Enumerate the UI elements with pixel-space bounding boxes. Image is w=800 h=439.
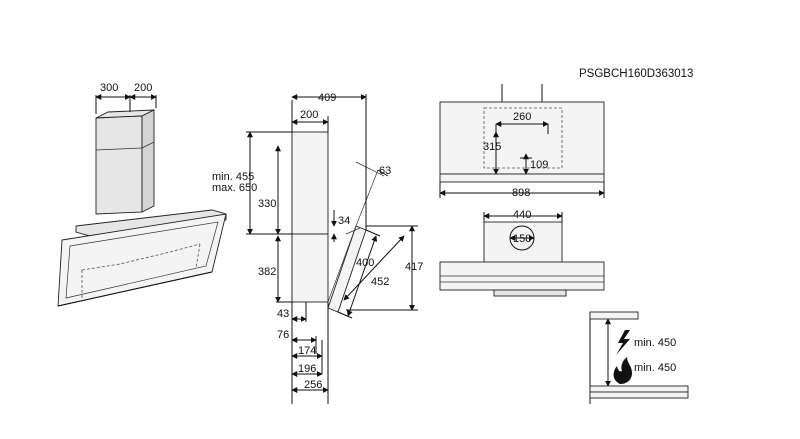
dim-duct-width-440: 440 xyxy=(513,209,531,221)
dim-diagonal-452: 452 xyxy=(371,276,389,288)
clearance-hob xyxy=(589,385,689,393)
top-view: 440 150 xyxy=(439,209,605,297)
dim-offset-256: 256 xyxy=(304,379,322,391)
side-chimney xyxy=(291,131,329,235)
front-hood-body xyxy=(439,101,605,175)
dim-offset-43: 43 xyxy=(277,308,289,320)
dim-chimney-depth-200: 200 xyxy=(300,109,318,121)
dim-angle-63: 63 xyxy=(379,165,391,177)
hood-backbox xyxy=(75,209,227,237)
dim-overall-width-898: 898 xyxy=(512,187,530,199)
lightning-icon xyxy=(616,330,630,355)
dim-panel-400: 400 xyxy=(356,257,374,269)
top-hood-lip xyxy=(493,289,567,297)
clearance-electric: min. 450 xyxy=(634,337,676,349)
chimney-front xyxy=(95,115,143,215)
dim-width-300: 300 xyxy=(100,82,118,94)
side-view: 63 409 200 min. 455 max. 650 330 382 34 … xyxy=(212,92,423,404)
isometric-view: 300 200 xyxy=(57,82,227,307)
dim-bracket-109: 109 xyxy=(530,159,548,171)
dim-bracket-315: 315 xyxy=(483,141,501,153)
clearance-view: min. 450 min. 450 xyxy=(589,311,689,404)
flame-icon xyxy=(613,357,632,384)
clearance-hood xyxy=(589,311,639,320)
dim-bracket-260: 260 xyxy=(513,111,531,123)
front-hood-bottom xyxy=(439,173,605,183)
front-view: 260 315 109 898 xyxy=(439,84,605,199)
dim-total-depth-409: 409 xyxy=(318,92,336,104)
dim-height-max-650: max. 650 xyxy=(212,182,257,194)
dim-height-min-455: min. 455 xyxy=(212,171,254,183)
dim-body-382: 382 xyxy=(258,266,276,278)
chimney-side xyxy=(141,109,155,213)
dim-depth-200: 200 xyxy=(134,82,152,94)
dim-chimney-330: 330 xyxy=(258,198,276,210)
clearance-gas: min. 450 xyxy=(634,362,676,374)
dim-offset-174: 174 xyxy=(298,345,316,357)
dim-offset-196: 196 xyxy=(298,363,316,375)
product-code: PSGBCH160D363013 xyxy=(579,68,693,80)
dim-gap-34: 34 xyxy=(338,215,350,227)
dim-overall-417: 417 xyxy=(405,261,423,273)
dim-offset-76: 76 xyxy=(277,329,289,341)
side-body xyxy=(291,233,329,303)
dim-duct-diameter-150: 150 xyxy=(513,233,531,245)
